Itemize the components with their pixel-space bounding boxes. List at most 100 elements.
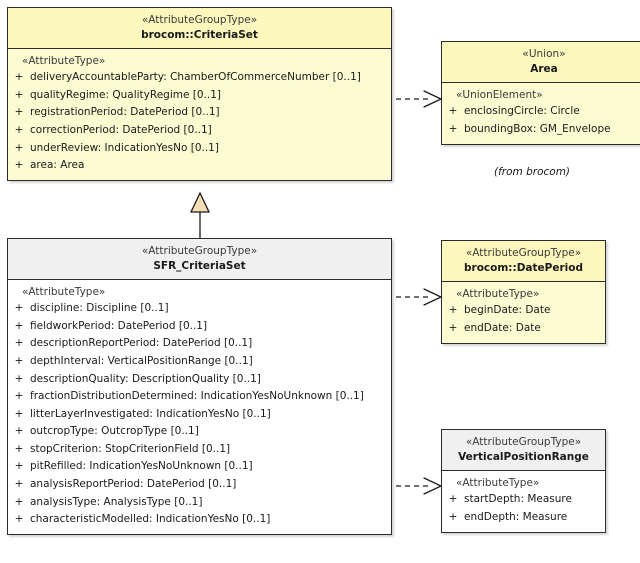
attribute-visibility: + [14, 478, 24, 490]
attribute-signature: deliveryAccountableParty: ChamberOfComme… [30, 71, 361, 84]
class-name: brocom::DatePeriod [464, 261, 583, 274]
attribute-visibility: + [448, 493, 458, 506]
attribute-signature: correctionPeriod: DatePeriod [0..1] [30, 123, 212, 136]
package-origin-note-area: (from brocom) [494, 166, 571, 178]
attribute-signature: underReview: IndicationYesNo [0..1] [30, 141, 219, 154]
class-header-verticalpositionrange: «AttributeGroupType» VerticalPositionRan… [442, 430, 605, 471]
attribute-visibility: + [14, 337, 24, 350]
attribute-signature: startDepth: Measure [464, 493, 572, 506]
attribute-visibility: + [14, 88, 24, 101]
attribute-signature: litterLayerInvestigated: IndicationYesNo… [30, 407, 271, 420]
attribute-visibility: + [14, 123, 24, 136]
attribute-signature: outcropType: OutcropType [0..1] [30, 425, 199, 438]
attribute-row: + analysisType: AnalysisType [0..1] [8, 493, 391, 511]
attribute-row: + qualityRegime: QualityRegime [0..1] [8, 86, 391, 104]
attribute-row: + analysisReportPeriod: DatePeriod [0..1… [8, 476, 391, 494]
attribute-row: + litterLayerInvestigated: IndicationYes… [8, 405, 391, 423]
attribute-visibility: + [14, 159, 24, 172]
attribute-row: + underReview: IndicationYesNo [0..1] [8, 139, 391, 157]
class-stereotype: «Union» [522, 48, 566, 60]
attribute-signature: registrationPeriod: DatePeriod [0..1] [30, 106, 220, 119]
attribute-signature: discipline: Discipline [0..1] [30, 302, 169, 315]
attribute-row: + pitRefilled: IndicationYesNoUnknown [0… [8, 458, 391, 476]
class-name: VerticalPositionRange [458, 450, 589, 463]
class-header-brocom-dateperiod: «AttributeGroupType» brocom::DatePeriod [442, 241, 605, 282]
attribute-signature: depthInterval: VerticalPositionRange [0.… [30, 354, 253, 367]
connector-dependency-criteriaset-area [396, 90, 443, 108]
attribute-visibility: + [448, 510, 458, 523]
class-attributes-compartment: «UnionElement» + enclosingCircle: Circle… [442, 82, 640, 144]
compartment-stereotype-label: «UnionElement» [456, 88, 543, 101]
attribute-row: + descriptionQuality: DescriptionQuality… [8, 370, 391, 388]
class-name: Area [530, 62, 558, 75]
attribute-visibility: + [14, 460, 24, 473]
attribute-signature: descriptionQuality: DescriptionQuality [… [30, 372, 261, 385]
compartment-stereotype-label: «AttributeType» [456, 287, 540, 300]
compartment-stereotype-label: «AttributeType» [456, 476, 540, 489]
attribute-row: + registrationPeriod: DatePeriod [0..1] [8, 104, 391, 122]
class-header-sfr-criteriaset: «AttributeGroupType» SFR_CriteriaSet [8, 239, 391, 280]
class-box-brocom-dateperiod[interactable]: «AttributeGroupType» brocom::DatePeriod … [441, 240, 606, 344]
class-attributes-compartment: «AttributeType» + startDepth: Measure + … [442, 470, 605, 532]
class-box-verticalpositionrange[interactable]: «AttributeGroupType» VerticalPositionRan… [441, 429, 606, 533]
attribute-row: + fieldworkPeriod: DatePeriod [0..1] [8, 317, 391, 335]
attribute-visibility: + [448, 304, 458, 317]
class-name: brocom::CriteriaSet [141, 28, 258, 41]
attribute-row: + stopCriterion: StopCriterionField [0..… [8, 440, 391, 458]
class-header-area: «Union» Area [442, 42, 640, 83]
attribute-row: + depthInterval: VerticalPositionRange [… [8, 352, 391, 370]
attribute-visibility: + [14, 141, 24, 154]
attribute-signature: fieldworkPeriod: DatePeriod [0..1] [30, 319, 208, 332]
class-name: SFR_CriteriaSet [153, 259, 246, 272]
attribute-signature: area: Area [30, 159, 85, 172]
class-stereotype: «AttributeGroupType» [465, 247, 582, 259]
class-stereotype: «AttributeGroupType» [465, 436, 582, 448]
attribute-signature: descriptionReportPeriod: DatePeriod [0..… [30, 337, 253, 350]
attribute-signature: endDepth: Measure [464, 510, 568, 523]
compartment-stereotype-label: «AttributeType» [22, 285, 106, 298]
attribute-visibility: + [14, 372, 24, 385]
attribute-visibility: + [14, 390, 24, 403]
attribute-visibility: + [14, 442, 24, 455]
attribute-signature: fractionDistributionDetermined: Indicati… [30, 390, 364, 403]
attribute-visibility: + [14, 71, 24, 84]
attribute-row: + enclosingCircle: Circle [442, 103, 640, 121]
class-header-brocom-criteriaset: «AttributeGroupType» brocom::CriteriaSet [8, 8, 391, 49]
attribute-row: + beginDate: Date [442, 302, 605, 320]
attribute-row: + boundingBox: GM_Envelope [442, 120, 640, 138]
attribute-visibility: + [14, 354, 24, 367]
attribute-visibility: + [14, 513, 24, 526]
attribute-visibility: + [448, 321, 458, 334]
connector-dependency-sfr-dateperiod [396, 288, 443, 306]
class-box-area[interactable]: «Union» Area «UnionElement» + enclosingC… [441, 41, 640, 145]
class-box-brocom-criteriaset[interactable]: «AttributeGroupType» brocom::CriteriaSet… [7, 7, 392, 182]
attribute-signature: analysisType: AnalysisType [0..1] [30, 495, 203, 508]
class-stereotype: «AttributeGroupType» [141, 14, 258, 26]
attribute-signature: beginDate: Date [464, 304, 551, 317]
attribute-visibility: + [448, 122, 458, 135]
connector-dependency-sfr-verticalpositionrange [396, 477, 443, 495]
attribute-visibility: + [14, 106, 24, 119]
attribute-row: + startDepth: Measure [442, 491, 605, 509]
class-attributes-compartment: «AttributeType» + discipline: Discipline… [8, 279, 391, 535]
attribute-visibility: + [14, 495, 24, 508]
attribute-row: + outcropType: OutcropType [0..1] [8, 423, 391, 441]
attribute-row: + deliveryAccountableParty: ChamberOfCom… [8, 69, 391, 87]
attribute-visibility: + [14, 319, 24, 332]
attribute-row: + endDepth: Measure [442, 508, 605, 526]
class-attributes-compartment: «AttributeType» + deliveryAccountablePar… [8, 48, 391, 181]
attribute-signature: pitRefilled: IndicationYesNoUnknown [0..… [30, 460, 253, 473]
attribute-row: + descriptionReportPeriod: DatePeriod [0… [8, 335, 391, 353]
attribute-row: + discipline: Discipline [0..1] [8, 300, 391, 318]
attribute-visibility: + [448, 105, 458, 118]
attribute-signature: stopCriterion: StopCriterionField [0..1] [30, 442, 231, 455]
attribute-signature: boundingBox: GM_Envelope [464, 122, 611, 135]
compartment-stereotype-label: «AttributeType» [22, 54, 106, 67]
attribute-signature: endDate: Date [464, 321, 541, 334]
attribute-signature: enclosingCircle: Circle [464, 105, 580, 118]
attribute-signature: analysisReportPeriod: DatePeriod [0..1] [30, 478, 237, 490]
attribute-visibility: + [14, 425, 24, 438]
attribute-signature: qualityRegime: QualityRegime [0..1] [30, 88, 221, 101]
class-box-sfr-criteriaset[interactable]: «AttributeGroupType» SFR_CriteriaSet «At… [7, 238, 392, 536]
